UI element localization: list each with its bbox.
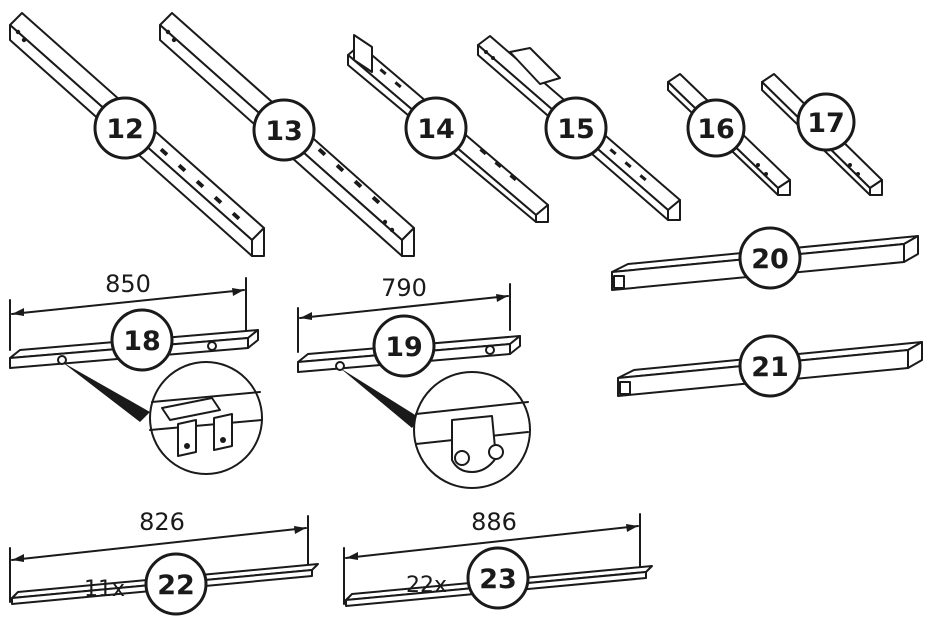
part-15-label: 15	[557, 114, 595, 145]
part-12-badge: 12	[93, 96, 157, 160]
part-20-badge: 20	[738, 226, 802, 290]
part-15-bracket	[509, 47, 561, 85]
part-18-dimension-value: 850	[105, 270, 151, 298]
part-23-label: 23	[479, 564, 517, 595]
part-19-dimension-value: 790	[381, 274, 427, 302]
part-19-badge: 19	[372, 314, 436, 378]
part-23-dimension-value: 886	[471, 508, 517, 536]
part-19-dimension: 790	[297, 274, 511, 353]
part-20-label: 20	[751, 244, 789, 275]
part-19-detail-zoom	[413, 371, 531, 489]
part-18-dimension: 850	[9, 270, 247, 351]
part-22-dimension-value: 826	[139, 508, 185, 536]
part-17-label: 17	[807, 108, 845, 139]
part-15-slots	[484, 50, 647, 182]
part-18-badge: 18	[110, 308, 174, 372]
part-22-dimension: 826	[9, 508, 309, 603]
part-14-badge: 14	[404, 96, 468, 160]
part-14-label: 14	[417, 114, 455, 145]
part-14-slots	[379, 68, 517, 182]
part-16-label: 16	[697, 114, 735, 145]
part-16-badge: 16	[686, 98, 746, 158]
part-13-badge: 13	[252, 98, 316, 162]
part-22-badge: 22	[144, 552, 208, 616]
part-12-label: 12	[106, 114, 144, 145]
part-21-badge: 21	[738, 334, 802, 398]
part-14-bracket	[353, 34, 373, 73]
part-19-label: 19	[385, 332, 423, 363]
part-23-badge: 23	[466, 546, 530, 610]
part-22-label: 22	[157, 570, 195, 601]
part-23-quantity: 22x	[406, 573, 447, 598]
part-12-slots	[15, 29, 241, 221]
part-18-detail-zoom	[149, 361, 263, 475]
part-13-label: 13	[265, 116, 303, 147]
part-18-label: 18	[123, 326, 161, 357]
part-17-badge: 17	[796, 92, 856, 152]
part-13-slots	[165, 29, 395, 233]
part-21-label: 21	[751, 352, 789, 383]
part-15-badge: 15	[544, 96, 608, 160]
part-18-hinge-plate	[161, 397, 221, 421]
part-22-quantity: 11x	[84, 577, 125, 602]
part-23-dimension: 886	[343, 508, 641, 605]
